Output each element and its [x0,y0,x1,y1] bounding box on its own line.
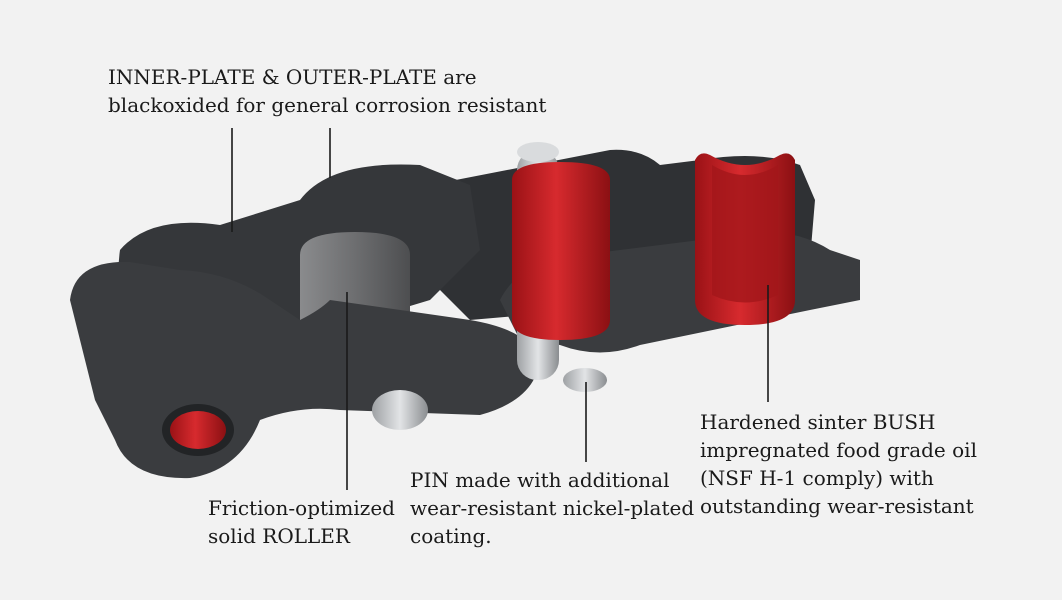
callout-bush-line-2: impregnated food grade oil [700,438,977,462]
pin-bottom [563,368,607,392]
callout-plates: INNER-PLATE & OUTER-PLATE are blackoxide… [108,63,546,119]
callout-bush-line-1: Hardened sinter BUSH [700,410,936,434]
left-bush-end-red [170,411,226,449]
pin-head-left [372,390,428,430]
callout-roller-line-1: Friction-optimized [208,496,395,520]
callout-bush: Hardened sinter BUSH impregnated food gr… [700,408,977,520]
callout-plates-line-2: blackoxided for general corrosion resist… [108,93,547,117]
callout-roller-line-2: solid ROLLER [208,524,350,548]
callout-plates-line-1: INNER-PLATE & OUTER-PLATE are [108,65,477,89]
callout-pin-line-2: wear-resistant nickel-plated [410,496,695,520]
pin-top [517,142,559,162]
callout-pin-line-1: PIN made with additional [410,468,670,492]
callout-bush-line-3: (NSF H-1 comply) with [700,466,934,490]
red-bush-middle [512,162,610,340]
callout-bush-line-4: outstanding wear-resistant [700,494,974,518]
callout-roller: Friction-optimized solid ROLLER [208,494,395,550]
callout-pin-line-3: coating. [410,524,492,548]
sinter-bush-inner [712,165,778,303]
callout-pin: PIN made with additional wear-resistant … [410,466,694,550]
